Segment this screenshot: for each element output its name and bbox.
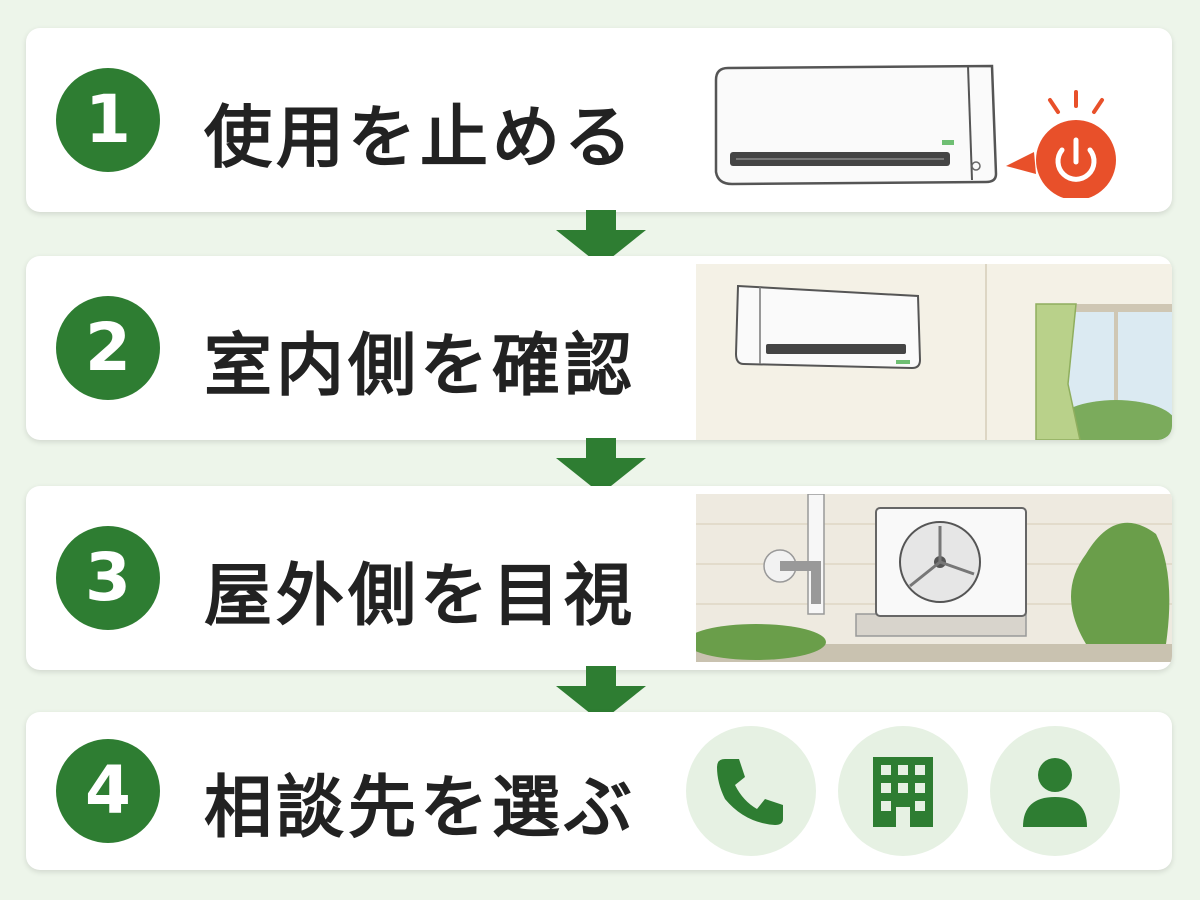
contact-person[interactable]	[990, 726, 1120, 856]
contact-building[interactable]	[838, 726, 968, 856]
step-card-3: 3 屋外側を目視	[26, 486, 1172, 670]
step-number-4: 4	[56, 739, 160, 843]
contact-phone[interactable]	[686, 726, 816, 856]
arrow-down-icon	[556, 210, 646, 266]
step-card-2: 2 室内側を確認	[26, 256, 1172, 440]
arrow-down-icon	[556, 666, 646, 722]
outdoor-unit-icon	[696, 494, 1172, 662]
step-number-2: 2	[56, 296, 160, 400]
step-label-1: 使用を止める	[204, 99, 637, 178]
step-label-2: 室内側を確認	[204, 327, 637, 406]
person-icon	[1023, 758, 1087, 827]
air-conditioner-power-icon	[714, 64, 1116, 198]
indoor-unit-room-icon	[696, 264, 1172, 440]
step-card-1: 1 使用を止める	[26, 28, 1172, 212]
phone-icon	[717, 759, 783, 825]
step-number-1: 1	[56, 68, 160, 172]
building-icon	[873, 757, 933, 827]
step-label-4: 相談先を選ぶ	[204, 769, 637, 848]
step-number-3: 3	[56, 526, 160, 630]
step-card-4: 4 相談先を選ぶ	[26, 712, 1172, 870]
step-label-3: 屋外側を目視	[204, 557, 637, 636]
arrow-down-icon	[556, 438, 646, 494]
